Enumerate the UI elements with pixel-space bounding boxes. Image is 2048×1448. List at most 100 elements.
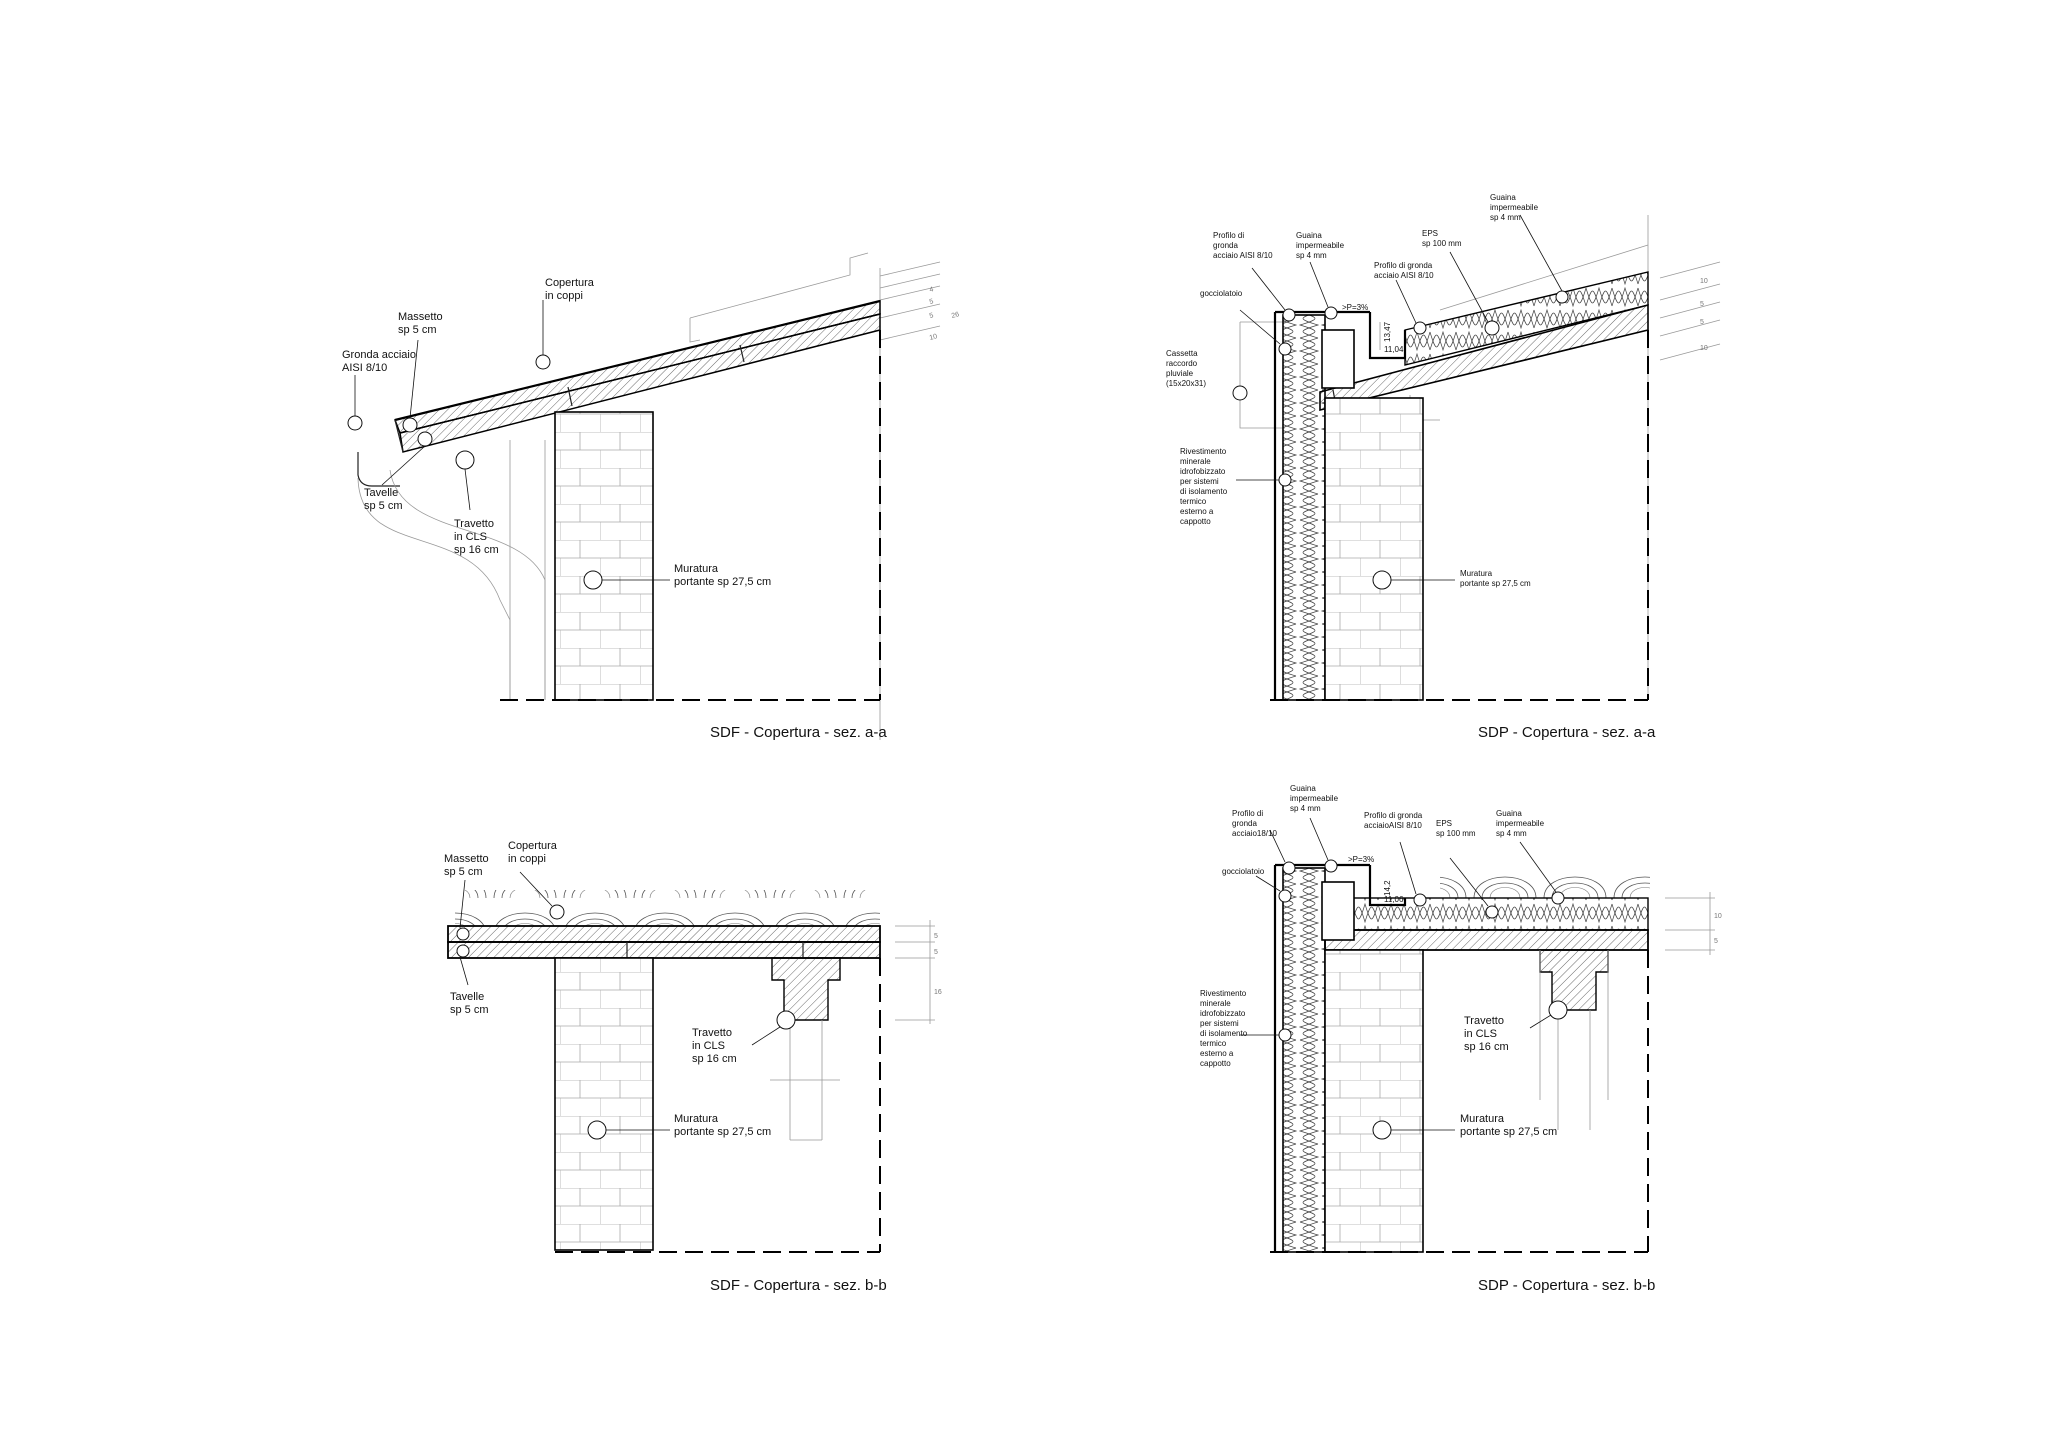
label-eps-1: EPS <box>1422 229 1438 238</box>
label-rivestimento-5: di isolamento <box>1180 487 1228 496</box>
label-profilo-2: gronda <box>1232 819 1257 828</box>
label-travetto-1: Travetto <box>1464 1015 1504 1027</box>
label-copertura-2: in coppi <box>545 290 583 302</box>
dimension-ticks: 10 5 5 10 <box>1700 278 1708 352</box>
labels: Profilo di gronda acciaio AISI 8/10 Guai… <box>1166 193 1539 588</box>
label-massetto-1: Massetto <box>398 311 443 323</box>
panel-title: SDF - Copertura - sez. a-a <box>710 724 887 741</box>
label-rivestimento-6: termico <box>1200 1039 1227 1048</box>
label-guaina-l-1: Guaina <box>1290 784 1316 793</box>
dim-5a: 5 <box>1700 301 1704 308</box>
label-guaina-l-3: sp 4 mm <box>1290 804 1321 813</box>
gutter-profile: >P=3% 13,47 11,04 <box>1321 303 1407 389</box>
dim-26: 26 <box>951 311 960 320</box>
upper-faint-lines <box>1409 215 1721 700</box>
panel-sdf-section-aa: 4 5 5 26 10 Copertura in coppi Massetto … <box>342 252 960 741</box>
label-profilo-gronda-2: acciaioAISI 8/10 <box>1364 821 1422 830</box>
dim-5a: 5 <box>934 933 938 940</box>
external-insulation <box>1273 863 1370 1253</box>
label-muratura-1: Muratura <box>1460 569 1493 578</box>
label-tavelle-1: Tavelle <box>364 487 398 499</box>
label-guaina-r-1: Guaina <box>1496 809 1522 818</box>
label-profilo-1: Profilo di <box>1232 809 1263 818</box>
label-guaina-r-2: impermeabile <box>1496 819 1545 828</box>
label-rivestimento-6: termico <box>1180 497 1207 506</box>
label-gronda-2: AISI 8/10 <box>342 362 387 374</box>
label-eps-2: sp 100 mm <box>1422 239 1462 248</box>
label-travetto-1: Travetto <box>692 1027 732 1039</box>
label-cassetta-1: Cassetta <box>1166 349 1198 358</box>
concrete-joist <box>1539 949 1609 1130</box>
label-travetto-2: in CLS <box>454 531 487 543</box>
label-rivestimento-4: per sistemi <box>1200 1019 1239 1028</box>
panel-sdp-section-aa: >P=3% 13,47 11,04 10 5 5 10 <box>1166 193 1721 741</box>
dim-10a: 10 <box>1700 278 1708 285</box>
label-cassetta-2: raccordo <box>1166 359 1198 368</box>
label-travetto-3: sp 16 cm <box>1464 1041 1509 1053</box>
label-guaina-r-3: sp 4 mm <box>1490 213 1521 222</box>
label-rivestimento-7: esterno a <box>1180 507 1214 516</box>
label-tavelle-1: Tavelle <box>450 991 484 1003</box>
panel-title: SDP - Copertura - sez. b-b <box>1478 1277 1655 1294</box>
label-rivestimento-8: cappotto <box>1200 1059 1231 1068</box>
label-profilo-gronda-2: acciaio AISI 8/10 <box>1374 271 1434 280</box>
dim-5: 5 <box>1714 938 1718 945</box>
label-rivestimento-3: idrofobizzato <box>1200 1009 1246 1018</box>
label-muratura-1: Muratura <box>674 1113 719 1125</box>
label-travetto-2: in CLS <box>692 1040 725 1052</box>
label-muratura-1: Muratura <box>1460 1113 1505 1125</box>
dimension-ticks: 10 5 <box>1665 892 1722 955</box>
labels: Guaina impermeabile sp 4 mm Profilo di g… <box>1200 784 1557 1138</box>
labels: Copertura in coppi Massetto sp 5 cm Gron… <box>342 277 771 588</box>
label-guaina-l-2: impermeabile <box>1296 241 1345 250</box>
slope-label: >P=3% <box>1348 855 1374 864</box>
label-guaina-r-1: Guaina <box>1490 193 1516 202</box>
dim-5b: 5 <box>929 312 935 320</box>
label-tavelle-2: sp 5 cm <box>450 1004 489 1016</box>
label-rivestimento-3: idrofobizzato <box>1180 467 1226 476</box>
label-profilo-gronda-1: Profilo di gronda <box>1364 811 1423 820</box>
slope-label: >P=3% <box>1342 303 1368 312</box>
label-rivestimento-5: di isolamento <box>1200 1029 1248 1038</box>
label-travetto-2: in CLS <box>1464 1028 1497 1040</box>
callouts <box>1232 214 1569 590</box>
label-muratura-2: portante sp 27,5 cm <box>1460 1126 1557 1138</box>
dim-16: 16 <box>934 989 942 996</box>
label-massetto-2: sp 5 cm <box>444 866 483 878</box>
dim-13-47: 13,47 <box>1383 321 1392 342</box>
dim-5b: 5 <box>1700 319 1704 326</box>
panel-sdf-section-bb: 5 5 16 Massetto sp 5 cm Copertura in cop… <box>444 840 942 1294</box>
label-guaina-l-3: sp 4 mm <box>1296 251 1327 260</box>
callouts <box>1240 817 1568 1140</box>
dim-5b: 5 <box>934 949 938 956</box>
dim-5a: 5 <box>929 298 935 306</box>
dim-10: 10 <box>1714 913 1722 920</box>
dim-10b: 10 <box>1700 345 1708 352</box>
label-guaina-r-3: sp 4 mm <box>1496 829 1527 838</box>
label-rivestimento-2: minerale <box>1180 457 1211 466</box>
label-profilo-gronda-1: Profilo di gronda <box>1374 261 1433 270</box>
label-gocciolatoio: gocciolatoio <box>1222 867 1265 876</box>
label-profilo-3: acciaio AISI 8/10 <box>1213 251 1273 260</box>
concrete-joist <box>770 957 841 1141</box>
masonry-wall <box>554 957 881 1253</box>
label-guaina-l-2: impermeabile <box>1290 794 1339 803</box>
label-gocciolatoio: gocciolatoio <box>1200 289 1243 298</box>
dim-4: 4 <box>929 286 935 294</box>
label-guaina-l-1: Guaina <box>1296 231 1322 240</box>
label-cassetta-3: pluviale <box>1166 369 1194 378</box>
dim-10: 10 <box>929 333 938 342</box>
panel-sdp-section-bb: >P=3% 14,2 11,06 10 5 <box>1200 784 1722 1294</box>
label-gronda-1: Gronda acciaio <box>342 349 416 361</box>
label-cassetta-4: (15x20x31) <box>1166 379 1206 388</box>
callouts <box>347 300 670 590</box>
roof-tiles <box>1440 862 1650 898</box>
roof-slab <box>447 925 881 959</box>
label-massetto-1: Massetto <box>444 853 489 865</box>
label-eps-1: EPS <box>1436 819 1452 828</box>
panel-title: SDP - Copertura - sez. a-a <box>1478 724 1656 741</box>
label-muratura-2: portante sp 27,5 cm <box>674 1126 771 1138</box>
label-profilo-1: Profilo di <box>1213 231 1244 240</box>
label-copertura-2: in coppi <box>508 853 546 865</box>
label-massetto-2: sp 5 cm <box>398 324 437 336</box>
